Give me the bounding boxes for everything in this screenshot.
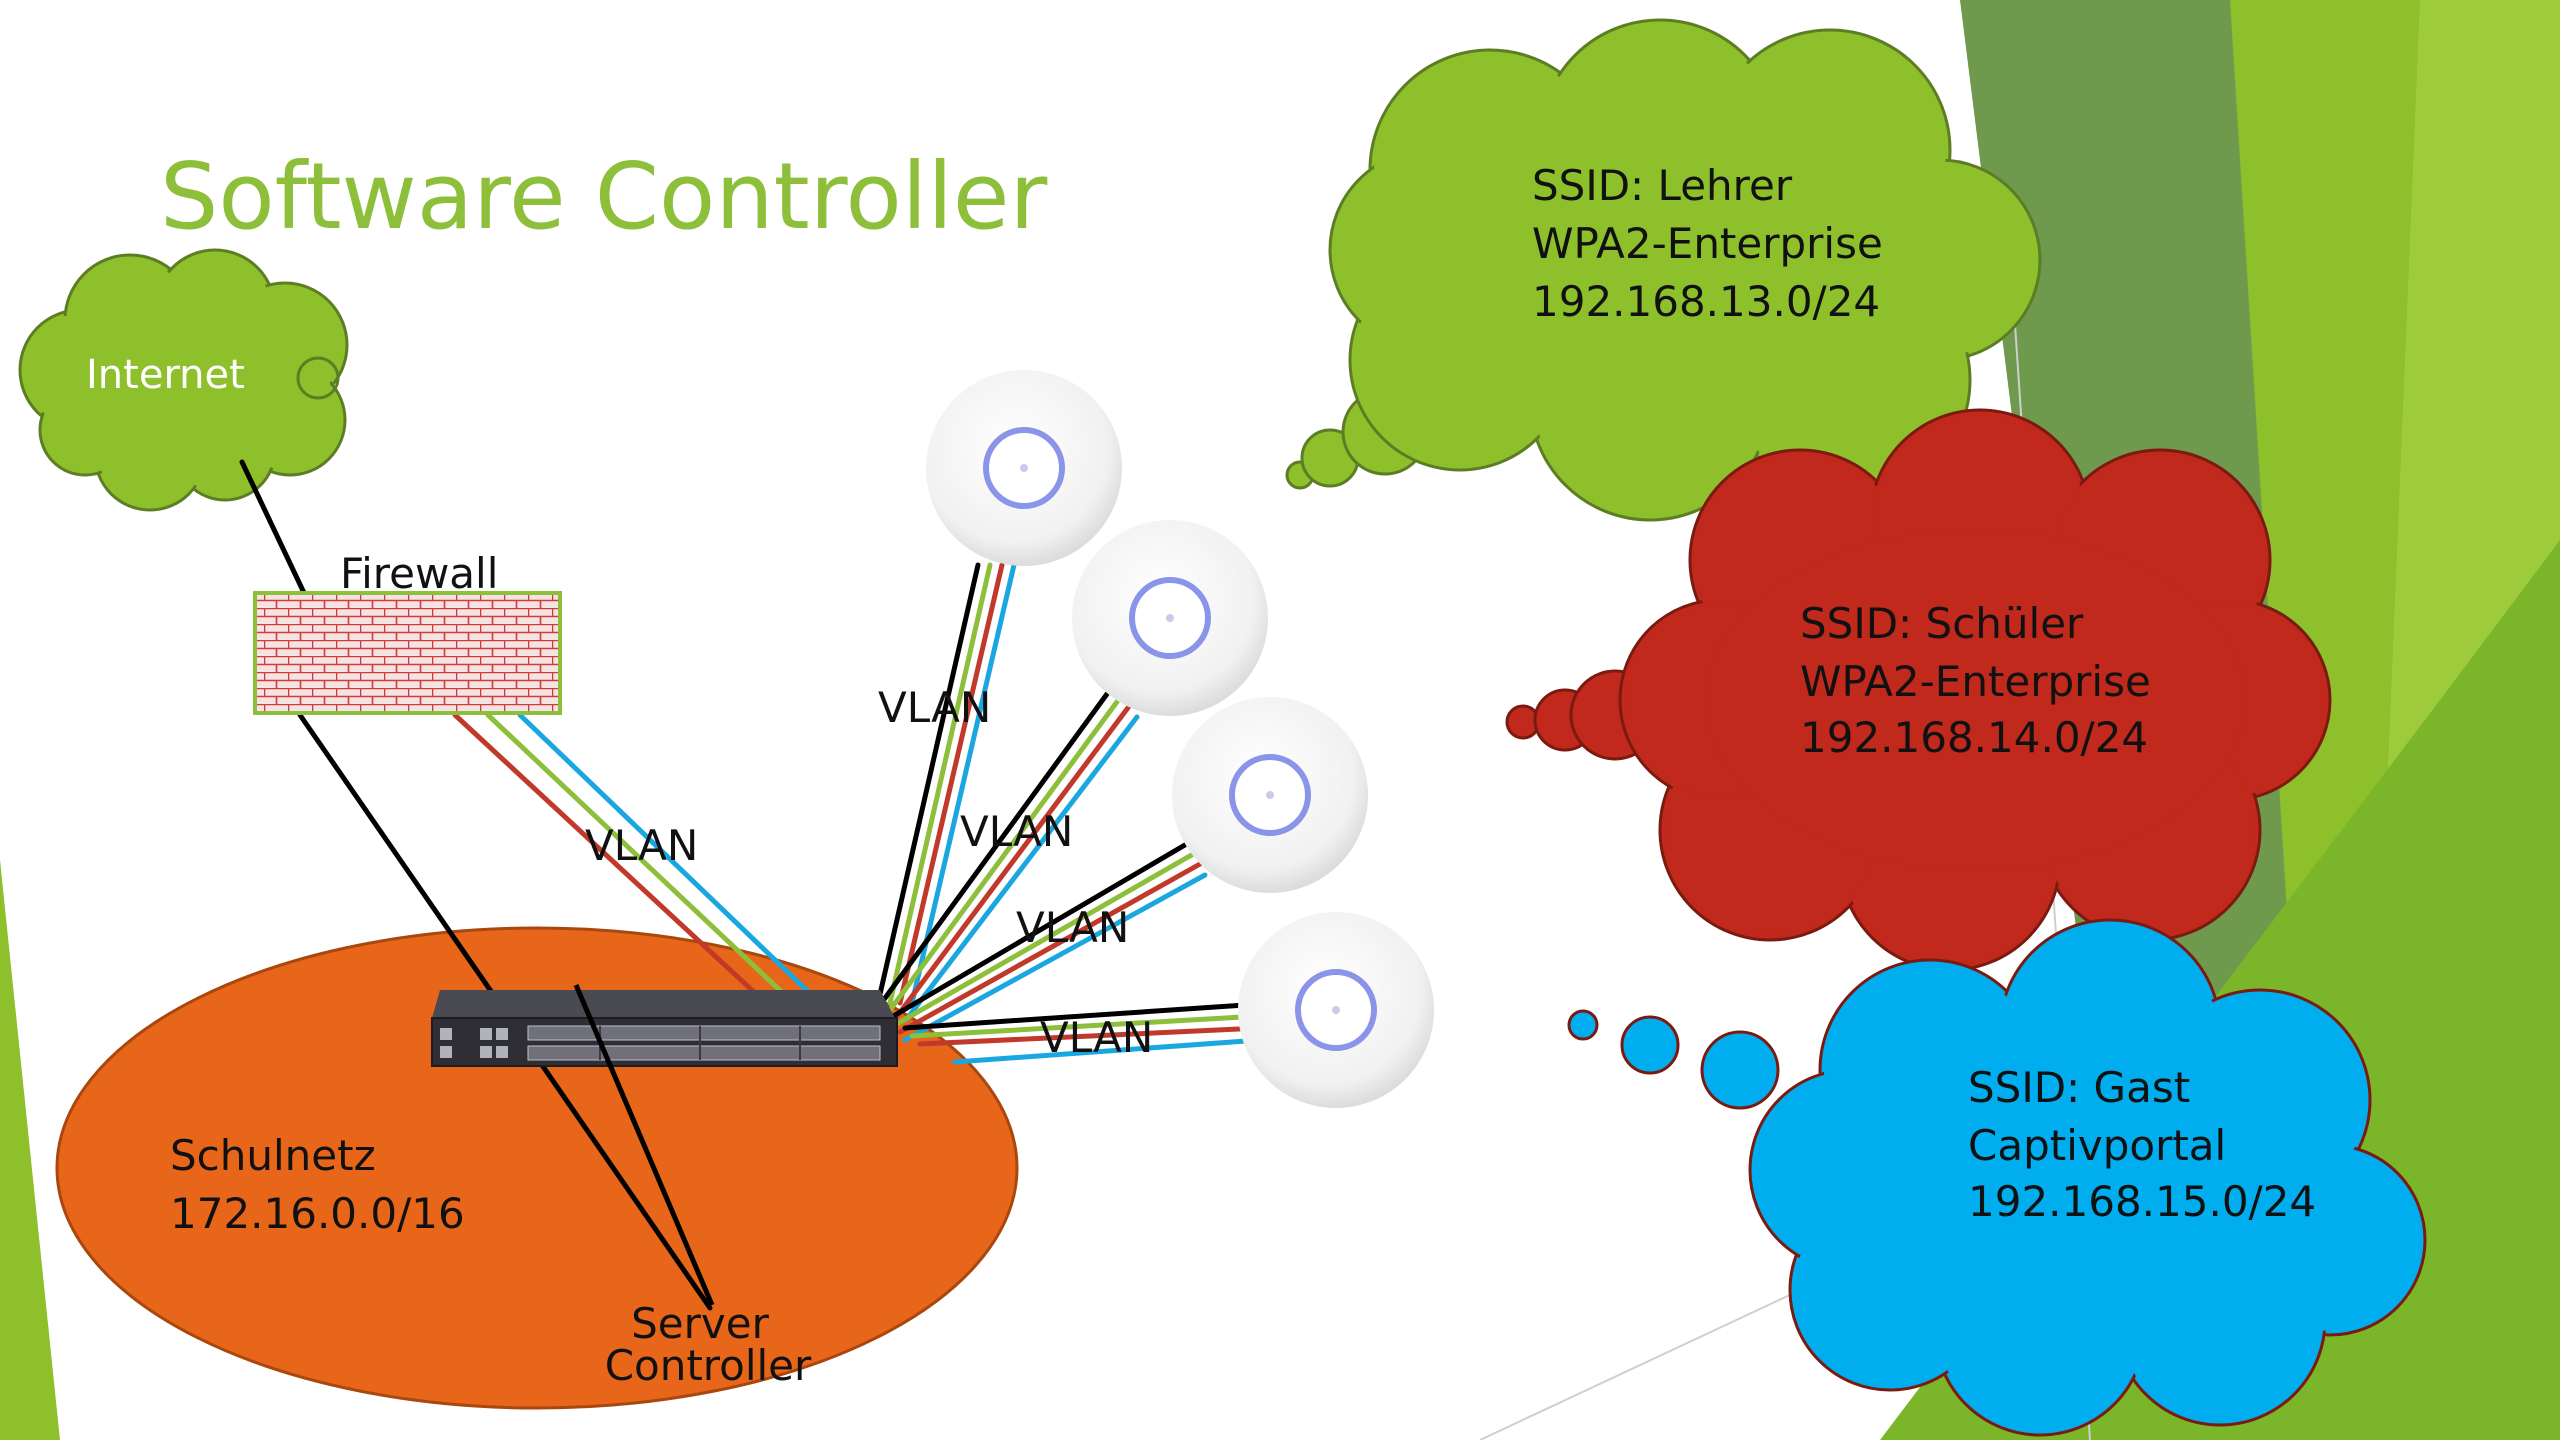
ssid-cloud-lehrer: SSID: Lehrer WPA2-Enterprise 192.168.13.… [1285, 18, 2042, 522]
firewall-label: Firewall [340, 549, 498, 598]
access-point [1238, 912, 1434, 1108]
internet-to-firewall-line [239, 459, 308, 598]
ssid-subnet: 192.168.14.0/24 [1800, 713, 2148, 762]
ssid-name: SSID: Schüler [1800, 599, 2084, 648]
network-switch [431, 990, 898, 1067]
vlan-label: VLAN [1016, 903, 1129, 952]
ssid-name: SSID: Gast [1968, 1063, 2190, 1112]
switch-to-server-line [573, 984, 715, 1306]
ssid-subnet: 192.168.15.0/24 [1968, 1177, 2316, 1226]
ssid-auth: WPA2-Enterprise [1800, 657, 2151, 706]
ssid-cloud-schueler: SSID: Schüler WPA2-Enterprise 192.168.14… [1505, 408, 2332, 972]
ssid-auth: Captivportal [1968, 1121, 2226, 1170]
internet-label: Internet [86, 352, 245, 398]
vlan-label: VLAN [1040, 1013, 1153, 1062]
slide-title: Software Controller [160, 143, 1048, 250]
vlan-label: VLAN [960, 807, 1073, 856]
access-point [1172, 697, 1368, 893]
access-point [926, 370, 1122, 566]
schulnetz-name: Schulnetz [170, 1131, 376, 1180]
ssid-cloud-gast: SSID: Gast Captivportal 192.168.15.0/24 [1567, 918, 2427, 1437]
switch-ports [527, 1025, 881, 1061]
ssid-auth: WPA2-Enterprise [1532, 219, 1883, 268]
ssid-name: SSID: Lehrer [1532, 161, 1793, 210]
vlan-label: VLAN [585, 821, 698, 870]
controller-label: Controller [605, 1341, 812, 1390]
ssid-subnet: 192.168.13.0/24 [1532, 277, 1880, 326]
firewall: Firewall [253, 549, 562, 715]
internet-cloud: Internet [18, 248, 349, 512]
server-label: Server [631, 1299, 769, 1348]
access-point [1072, 520, 1268, 716]
schulnetz-subnet: 172.16.0.0/16 [170, 1189, 465, 1238]
vlan-label: VLAN [878, 683, 991, 732]
